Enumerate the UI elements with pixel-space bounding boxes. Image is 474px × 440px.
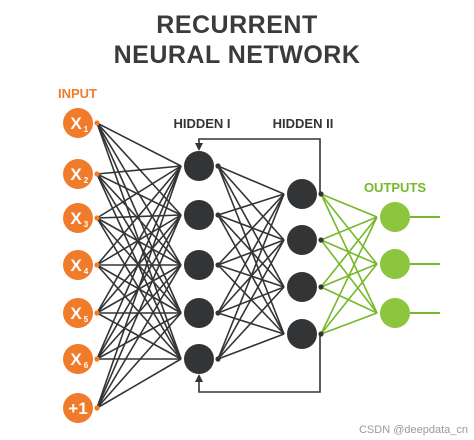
edge-hidden2-output xyxy=(320,312,378,335)
edge-input-hidden1 xyxy=(96,122,182,167)
input-label: INPUT xyxy=(58,86,97,101)
edge-input-hidden1 xyxy=(96,165,182,360)
input-node xyxy=(63,393,93,423)
input-node-port xyxy=(94,262,100,268)
edge-hidden2-output xyxy=(320,263,378,335)
input-node xyxy=(63,298,93,328)
input-node-label: X xyxy=(70,209,82,228)
hidden2-node xyxy=(287,272,317,302)
output-node xyxy=(380,202,410,232)
input-node-label: +1 xyxy=(68,399,87,418)
input-node-subscript: 1 xyxy=(84,125,89,134)
edge-hidden1-hidden2 xyxy=(217,333,285,360)
edge-input-hidden1 xyxy=(96,173,182,266)
title-line-1: RECURRENT xyxy=(156,11,317,39)
edge-hidden1-hidden2 xyxy=(217,193,285,314)
hidden1-node xyxy=(184,151,214,181)
input-node-port xyxy=(94,356,100,362)
hidden1-node-port xyxy=(215,262,221,268)
hidden2-node xyxy=(287,319,317,349)
edge-input-hidden1 xyxy=(96,214,182,409)
hidden1-node xyxy=(184,344,214,374)
input-node-label: X xyxy=(70,256,82,275)
input-node-subscript: 3 xyxy=(84,220,89,229)
input-node-subscript: 6 xyxy=(84,361,89,370)
title-line-2: NEURAL NETWORK xyxy=(114,41,361,69)
hidden2-node-port xyxy=(318,191,324,197)
edge-hidden2-output xyxy=(320,216,378,288)
input-node xyxy=(63,203,93,233)
hidden2-node-port xyxy=(318,284,324,290)
edge-hidden1-hidden2 xyxy=(217,239,285,360)
edge-hidden1-hidden2 xyxy=(217,165,285,195)
input-node-port xyxy=(94,171,100,177)
edge-hidden1-hidden2 xyxy=(217,193,285,360)
input-node-subscript: 4 xyxy=(84,267,89,276)
input-node xyxy=(63,344,93,374)
edge-hidden1-hidden2 xyxy=(217,193,285,266)
hidden1-node-port xyxy=(215,356,221,362)
hidden2-node xyxy=(287,225,317,255)
edge-input-hidden1 xyxy=(96,312,182,409)
edge-input-hidden1 xyxy=(96,165,182,266)
input-node-port xyxy=(94,120,100,126)
edge-input-hidden1 xyxy=(96,358,182,409)
edge-hidden1-hidden2 xyxy=(217,193,285,216)
input-node xyxy=(63,250,93,280)
input-node-label: X xyxy=(70,304,82,323)
hidden2-node-port xyxy=(318,237,324,243)
input-node-port xyxy=(94,310,100,316)
connections xyxy=(96,122,440,409)
input-node-label: X xyxy=(70,165,82,184)
input-node-port xyxy=(94,215,100,221)
hidden1-node-port xyxy=(215,163,221,169)
input-node-port xyxy=(94,405,100,411)
output-node xyxy=(380,298,410,328)
input-node xyxy=(63,159,93,189)
edge-hidden1-hidden2 xyxy=(217,165,285,288)
input-node xyxy=(63,108,93,138)
edge-hidden1-hidden2 xyxy=(217,286,285,360)
edge-input-hidden1 xyxy=(96,217,182,266)
hidden2-label: HIDDEN II xyxy=(273,116,334,131)
hidden2-node-port xyxy=(318,331,324,337)
hidden1-node xyxy=(184,298,214,328)
edge-hidden2-output xyxy=(320,216,378,241)
watermark: CSDN @deepdata_cn xyxy=(359,424,468,436)
hidden1-node xyxy=(184,250,214,280)
hidden1-node-port xyxy=(215,212,221,218)
edge-input-hidden1 xyxy=(96,165,182,314)
edge-hidden2-output xyxy=(320,193,378,218)
input-node-subscript: 2 xyxy=(84,176,89,185)
hidden1-node-port xyxy=(215,310,221,316)
edge-hidden1-hidden2 xyxy=(217,214,285,288)
edge-hidden1-hidden2 xyxy=(217,214,285,241)
edge-input-hidden1 xyxy=(96,264,182,409)
edge-input-hidden1 xyxy=(96,165,182,409)
edge-hidden1-hidden2 xyxy=(217,165,285,241)
edge-hidden2-output xyxy=(320,193,378,314)
input-node-label: X xyxy=(70,114,82,133)
hidden1-node xyxy=(184,200,214,230)
input-node-label: X xyxy=(70,350,82,369)
edge-hidden2-output xyxy=(320,216,378,335)
input-node-subscript: 5 xyxy=(84,315,89,324)
hidden2-node xyxy=(287,179,317,209)
edge-input-hidden1 xyxy=(96,165,182,219)
hidden1-label: HIDDEN I xyxy=(173,116,230,131)
outputs-label: OUTPUTS xyxy=(364,180,426,195)
output-node xyxy=(380,249,410,279)
edge-input-hidden1 xyxy=(96,165,182,175)
